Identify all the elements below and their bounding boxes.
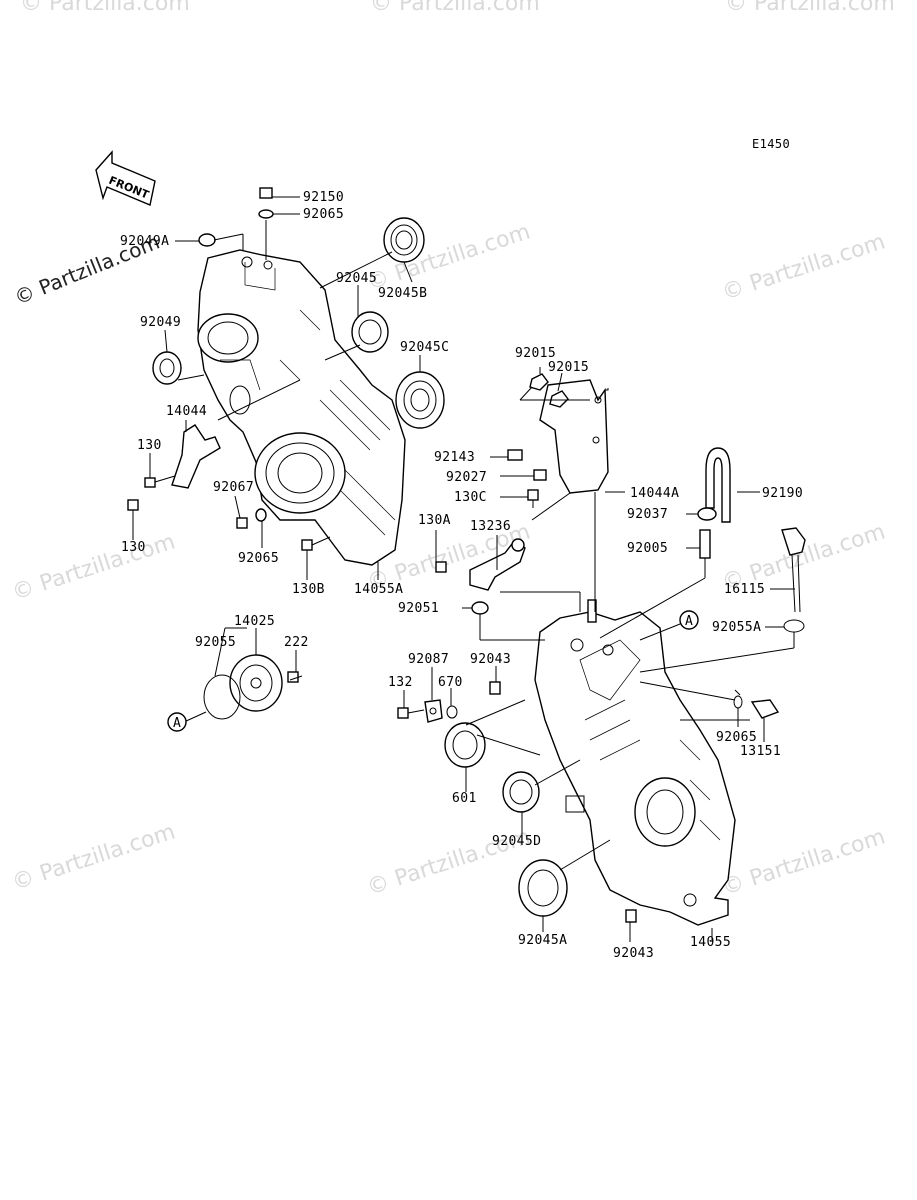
part-label[interactable]: 92045D	[492, 834, 541, 849]
part-label[interactable]: 92045B	[378, 286, 427, 301]
watermark: © Partzilla.com	[9, 529, 178, 605]
seal-92049	[152, 351, 182, 385]
spacer-92143	[507, 449, 523, 461]
part-label[interactable]: 92143	[434, 450, 475, 465]
leader-lines	[132, 196, 795, 942]
part-label[interactable]: 92049A	[120, 234, 169, 249]
watermark: © Partzilla.com	[725, 0, 895, 16]
part-label[interactable]: 92065	[716, 730, 757, 745]
reference-label: A	[173, 716, 181, 731]
watermark: © Partzilla.com	[9, 819, 178, 895]
reference-marker-a-2: A	[167, 712, 187, 732]
part-label[interactable]: 16115	[724, 582, 765, 597]
dipstick-16115	[781, 527, 806, 613]
part-label[interactable]: 601	[452, 791, 477, 806]
part-label[interactable]: 92150	[303, 190, 344, 205]
part-label[interactable]: 92049	[140, 315, 181, 330]
part-label[interactable]: 670	[438, 675, 463, 690]
part-label[interactable]: 92015	[548, 360, 589, 375]
spacer-92027	[533, 469, 547, 481]
nut-92015	[529, 373, 569, 408]
sensor-92087	[424, 699, 443, 723]
part-label[interactable]: 92045	[336, 271, 377, 286]
part-label[interactable]: 14055	[690, 935, 731, 950]
watermark: © Partzilla.com	[719, 229, 888, 305]
part-label[interactable]: 92065	[303, 207, 344, 222]
bolt-92150	[258, 187, 274, 260]
part-label[interactable]: 130B	[292, 582, 325, 597]
part-label[interactable]: 130	[121, 540, 146, 555]
oring-92055	[203, 674, 241, 720]
part-label[interactable]: 92190	[762, 486, 803, 501]
diagram-code: E1450	[752, 137, 790, 151]
bracket-14044	[171, 424, 221, 489]
part-label[interactable]: 13236	[470, 519, 511, 534]
part-label[interactable]: 130C	[454, 490, 487, 505]
bolt-222	[287, 671, 303, 683]
part-label[interactable]: 132	[388, 675, 413, 690]
bolt-92067	[236, 508, 267, 529]
washer-92065-right	[733, 695, 743, 709]
bearing-92045a	[518, 859, 568, 917]
part-label[interactable]: 222	[284, 635, 309, 650]
part-label[interactable]: 92037	[627, 507, 668, 522]
clamp-92037	[697, 507, 717, 521]
bearing-601	[444, 722, 486, 768]
part-label[interactable]: 92005	[627, 541, 668, 556]
switch-13151	[750, 699, 780, 719]
front-arrow-icon: FRONT	[95, 150, 156, 206]
pin-92043-lower	[625, 909, 637, 923]
reference-label: A	[685, 614, 693, 629]
housing-14055	[534, 599, 736, 926]
part-label[interactable]: 92045C	[400, 340, 449, 355]
part-label[interactable]: 92015	[515, 346, 556, 361]
part-label[interactable]: 92045A	[518, 933, 567, 948]
bracket-14044a	[539, 379, 609, 494]
pin-92043	[489, 681, 501, 695]
watermark: © Partzilla.com	[370, 0, 540, 16]
bolt-130c	[527, 489, 539, 508]
part-label[interactable]: 92067	[213, 480, 254, 495]
washer-92049a	[198, 233, 216, 247]
bolt-132	[397, 707, 425, 719]
watermark: © Partzilla.com	[719, 824, 888, 900]
washer-92051	[471, 601, 489, 615]
bearing-92045b	[383, 217, 425, 263]
bolt-130-lower	[127, 499, 139, 530]
part-label[interactable]: 92043	[613, 946, 654, 961]
hose-92190	[705, 447, 731, 523]
part-label[interactable]: 92027	[446, 470, 487, 485]
part-label[interactable]: 14025	[234, 614, 275, 629]
breather-92005	[699, 529, 711, 559]
bolt-130b	[301, 536, 331, 551]
oring-670	[446, 705, 458, 719]
oring-92055a	[783, 619, 805, 633]
part-label[interactable]: 13151	[740, 744, 781, 759]
part-label[interactable]: 14044A	[630, 486, 679, 501]
part-label[interactable]: 92055A	[712, 620, 761, 635]
part-label[interactable]: 130A	[418, 513, 451, 528]
part-label[interactable]: 14044	[166, 404, 207, 419]
part-label[interactable]: 14055A	[354, 582, 403, 597]
part-label[interactable]: 92087	[408, 652, 449, 667]
part-label[interactable]: 130	[137, 438, 162, 453]
bearing-92045d	[502, 771, 540, 813]
part-labels: 92150 92065 92049A 92045 92045B 92049 92…	[120, 190, 803, 961]
reference-marker-a: A	[679, 610, 699, 630]
bearing-92045c	[395, 371, 445, 429]
part-label[interactable]: 92043	[470, 652, 511, 667]
cover-14025	[229, 654, 283, 712]
housing-14055a	[197, 249, 406, 566]
part-label[interactable]: 92055	[195, 635, 236, 650]
bolt-130a	[435, 561, 447, 573]
part-label[interactable]: 92051	[398, 601, 439, 616]
part-label[interactable]: 92065	[238, 551, 279, 566]
watermark: © Partzilla.com	[20, 0, 190, 16]
bearing-92045	[351, 311, 389, 353]
